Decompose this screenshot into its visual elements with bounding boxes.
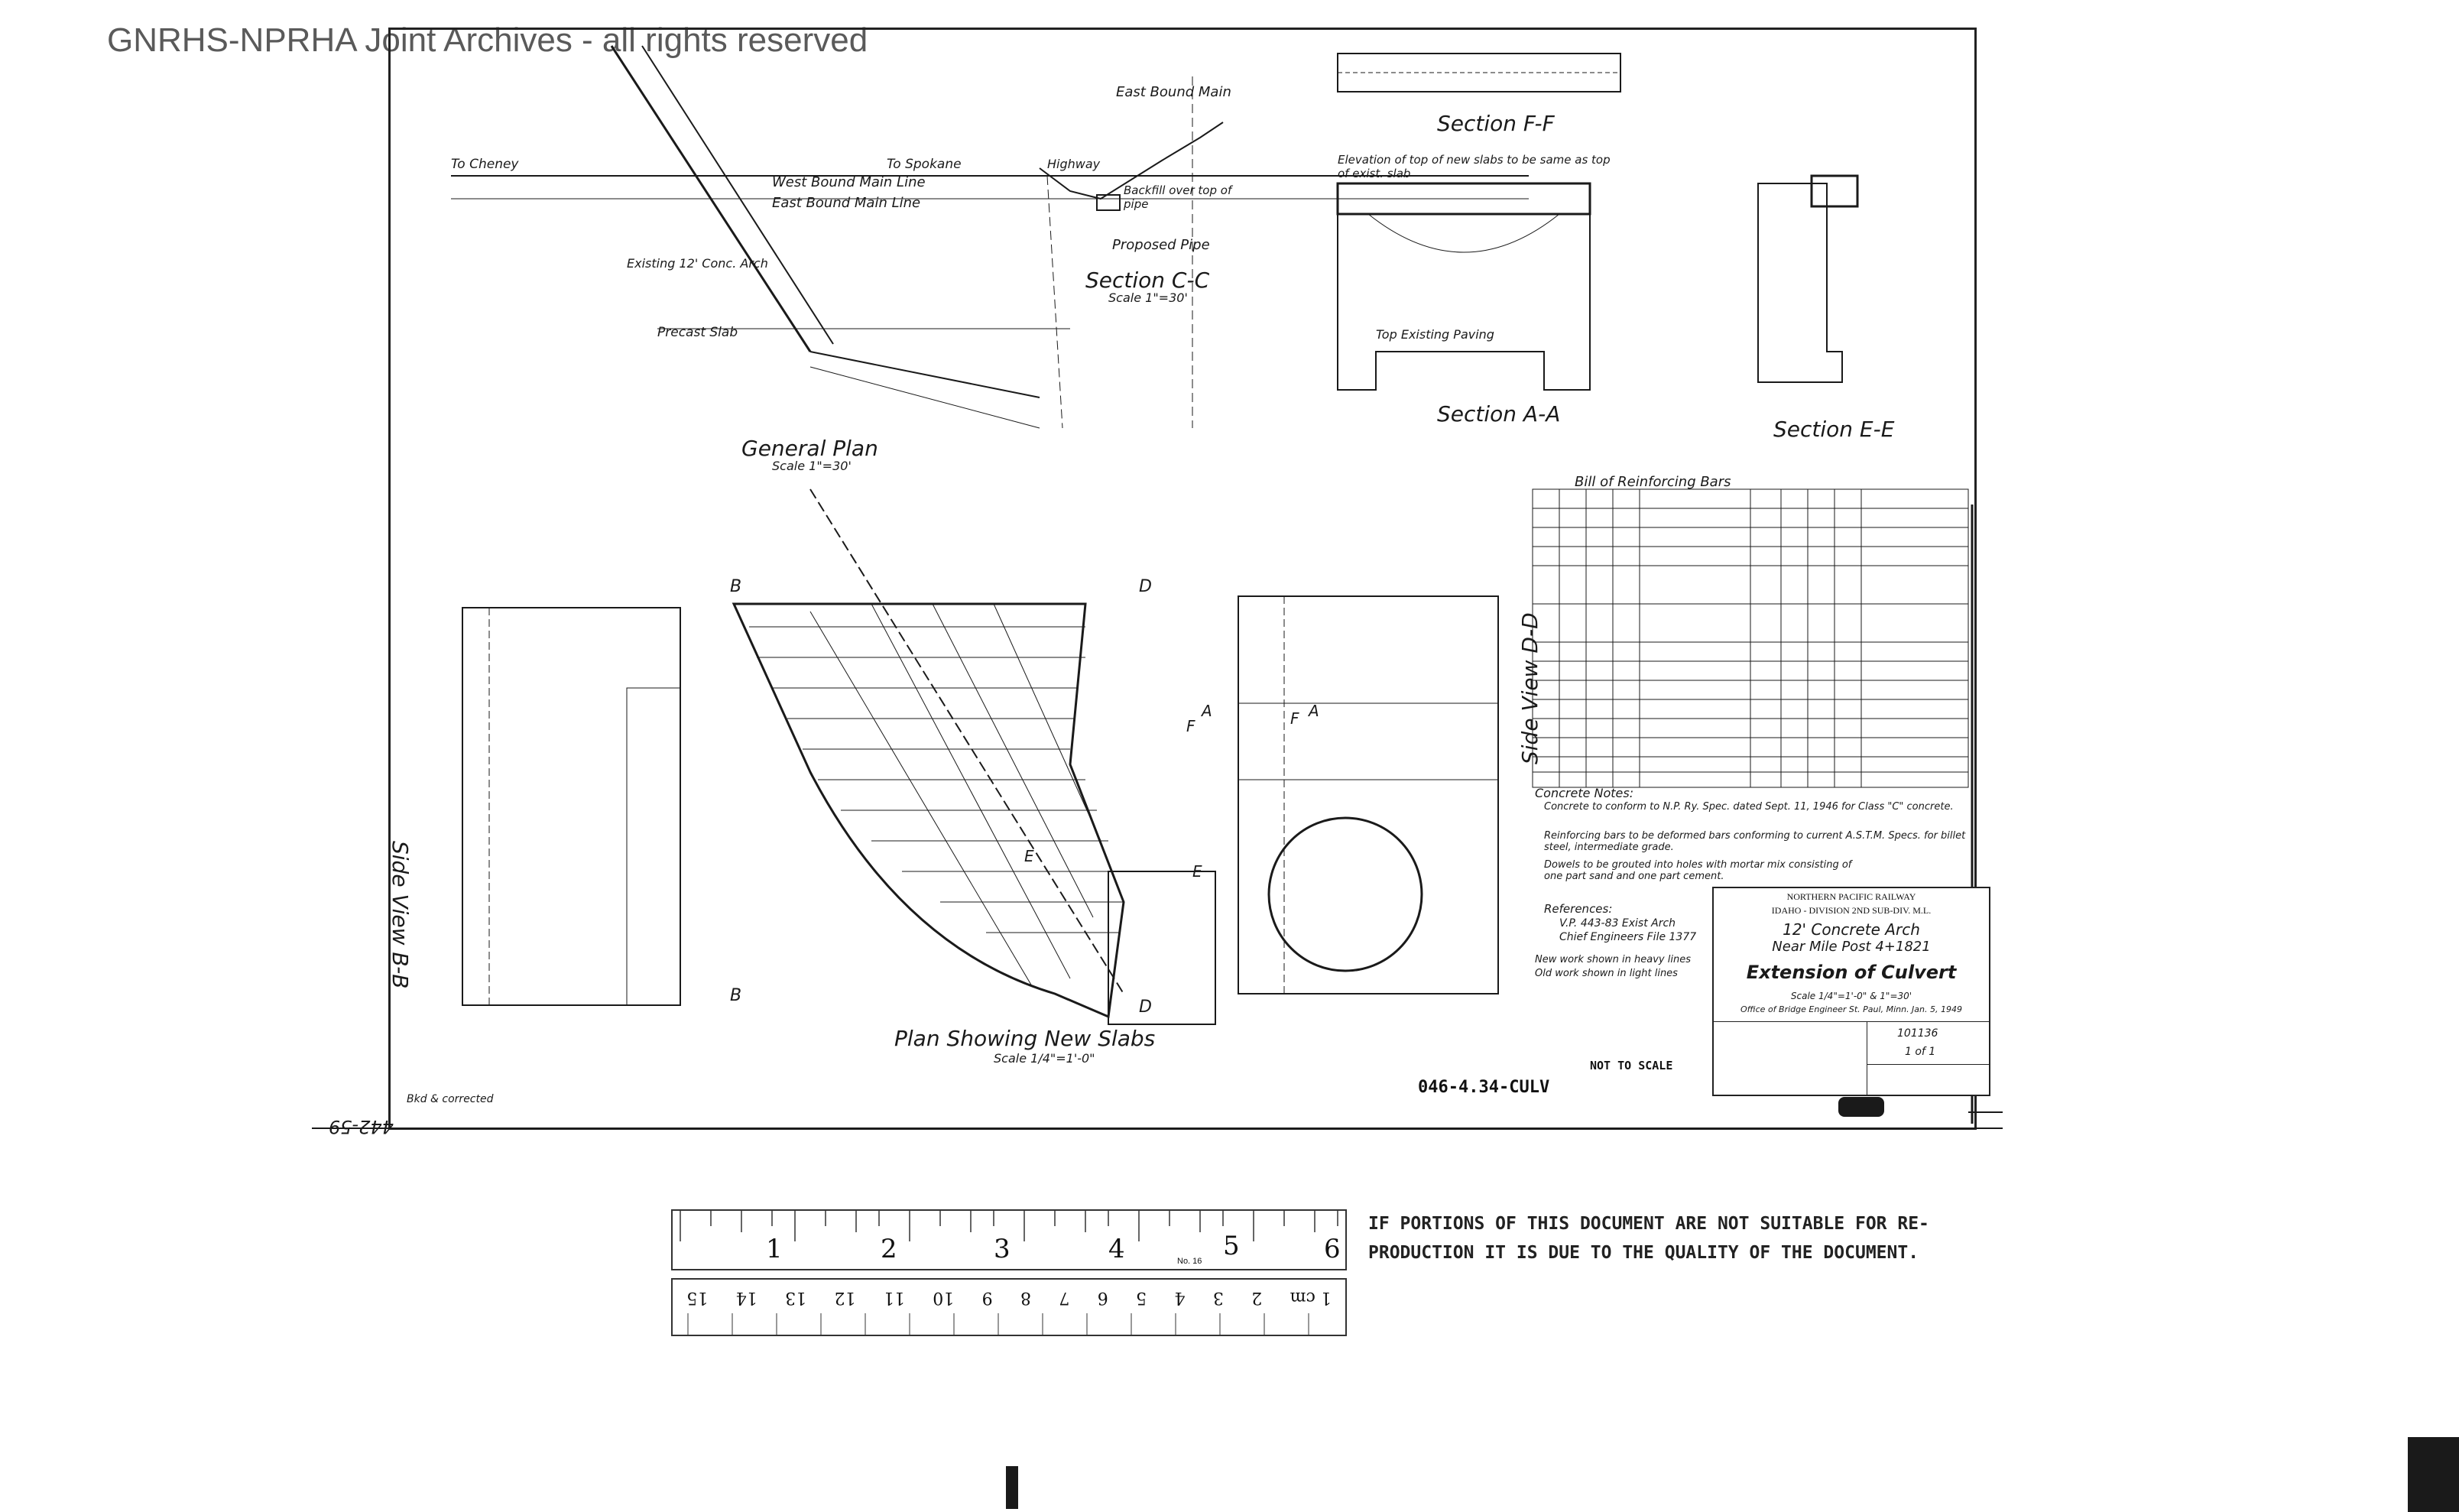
general-plan-scale: Scale 1"=30'	[772, 459, 852, 473]
plan-new-slabs-scale: Scale 1/4"=1'-0"	[994, 1051, 1095, 1066]
notice-line-1: IF PORTIONS OF THIS DOCUMENT ARE NOT SUI…	[1368, 1214, 1929, 1234]
inch-ruler: 1 2 3 4 5 6 No. 16	[671, 1209, 1347, 1270]
section-cc-ground	[1039, 122, 1224, 200]
railway-name: NORTHERN PACIFIC RAILWAY	[1786, 891, 1916, 902]
culvert-line	[641, 45, 834, 345]
sheet-number: 101136	[1897, 1027, 1938, 1040]
drawing-number: 046-4.34-CULV	[1418, 1078, 1550, 1097]
precast-slab-label: Precast Slab	[657, 325, 738, 340]
general-plan-label: General Plan	[741, 436, 878, 461]
section-letter: A	[1202, 702, 1212, 720]
section-letter: D	[1139, 577, 1152, 596]
cm-ruler-ticks	[687, 1313, 1309, 1335]
section-cc-scale: Scale 1"=30'	[1108, 290, 1188, 305]
proposed-pipe-circle	[1267, 816, 1423, 972]
elevation-note: Elevation of top of new slabs to be same…	[1338, 153, 1611, 180]
section-aa-new-slab	[1336, 182, 1591, 216]
inch-ruler-ticks	[680, 1211, 1338, 1241]
section-letter: F	[1186, 717, 1195, 735]
culvert-line	[610, 45, 812, 352]
title-scale: Scale 1/4"=1'-0" & 1"=30'	[1790, 991, 1912, 1001]
inch-mark: 5	[1223, 1231, 1240, 1261]
reference-2: Chief Engineers File 1377	[1559, 931, 1697, 943]
bill-of-bars-grid	[1532, 488, 1969, 788]
section-aa-arch	[1337, 183, 1591, 391]
new-work-note: New work shown in heavy lines	[1535, 954, 1691, 965]
west-bound-main-label: West Bound Main Line	[772, 174, 926, 190]
centerline	[809, 488, 1124, 994]
checked-corrected-note: Bkd & corrected	[407, 1093, 494, 1105]
top-paving-label: Top Existing Paving	[1376, 327, 1494, 342]
scan-edge	[2408, 1437, 2459, 1512]
concrete-note-3: Dowels to be grouted into holes with mor…	[1544, 859, 1852, 882]
structure-name: 12' Concrete Arch	[1783, 920, 1920, 939]
plan-new-slabs-label: Plan Showing New Slabs	[894, 1026, 1156, 1051]
proposed-pipe-label: Proposed Pipe	[1112, 237, 1210, 253]
east-bound-main-label: East Bound Main	[1116, 84, 1231, 100]
section-ee-label: Section E-E	[1773, 417, 1895, 442]
pipe-line	[809, 351, 1040, 398]
section-letter: E	[1192, 862, 1202, 881]
side-view-bb-label: Side View B-B	[388, 841, 413, 989]
inch-mark: 6	[1324, 1234, 1341, 1264]
reference-1: V.P. 443-83 Exist Arch	[1559, 917, 1676, 930]
section-letter: A	[1309, 702, 1319, 720]
inch-mark: 2	[881, 1234, 897, 1264]
ruler-model: No. 16	[1177, 1257, 1202, 1266]
section-letter: D	[1139, 998, 1152, 1017]
inch-mark: 3	[994, 1234, 1011, 1264]
plan-box	[1108, 871, 1216, 1025]
section-ee-wall	[1757, 183, 1843, 383]
section-aa-label: Section A-A	[1437, 401, 1561, 427]
side-view-dd-label: Side View D-D	[1517, 612, 1543, 764]
pipe-line	[809, 366, 1040, 429]
reproduction-notice: IF PORTIONS OF THIS DOCUMENT ARE NOT SUI…	[1368, 1209, 1929, 1267]
references-title: References:	[1544, 902, 1613, 916]
concrete-note-2: Reinforcing bars to be deformed bars con…	[1544, 830, 1966, 853]
cm-ruler: 1 cm 2 3 4 5 6 7 8 9 10 11 12 13 14 15	[671, 1278, 1347, 1336]
to-cheney-label: To Cheney	[451, 157, 519, 172]
existing-arch-label: Existing 12' Conc. Arch	[627, 256, 768, 271]
section-letter: F	[1290, 709, 1299, 728]
side-view-bb-outline	[462, 607, 681, 1006]
structure-location: Near Mile Post 4+1821	[1772, 939, 1931, 955]
office-line: Office of Bridge Engineer St. Paul, Minn…	[1740, 1004, 1962, 1014]
to-spokane-label: To Spokane	[887, 157, 962, 172]
margin-number: 442-59	[329, 1116, 394, 1137]
section-ff-label: Section F-F	[1437, 111, 1555, 136]
section-cc-label: Section C-C	[1085, 268, 1210, 293]
plan-slabs-outline	[732, 602, 1125, 1019]
section-letter: B	[730, 986, 742, 1005]
east-bound-main-line-label: East Bound Main Line	[772, 195, 921, 211]
not-to-scale-label: NOT TO SCALE	[1590, 1059, 1673, 1072]
concrete-note-1: Concrete to conform to N.P. Ry. Spec. da…	[1544, 801, 1954, 813]
side-view-dd-outline	[1238, 595, 1499, 994]
section-cc-pipe	[1096, 194, 1121, 211]
title-block: NORTHERN PACIFIC RAILWAY IDAHO - DIVISIO…	[1712, 887, 1990, 1096]
highway-label: Highway	[1047, 157, 1101, 171]
concrete-notes-title: Concrete Notes:	[1535, 786, 1634, 800]
inch-mark: 1	[766, 1234, 783, 1264]
bill-of-bars-title: Bill of Reinforcing Bars	[1575, 474, 1731, 490]
scan-mark	[1006, 1466, 1018, 1509]
ink-stamp	[1838, 1097, 1884, 1117]
notice-line-2: PRODUCTION IT IS DUE TO THE QUALITY OF T…	[1368, 1243, 1919, 1263]
division-line: IDAHO - DIVISION 2ND SUB-DIV. M.L.	[1771, 905, 1932, 916]
section-ee-slab	[1810, 174, 1859, 208]
sheet-of: 1 of 1	[1905, 1046, 1936, 1058]
section-letter: E	[1024, 847, 1034, 865]
old-work-note: Old work shown in light lines	[1535, 968, 1678, 979]
inch-mark: 4	[1108, 1234, 1125, 1264]
drawing-title: Extension of Culvert	[1746, 962, 1957, 983]
backfill-note: Backfill over top of pipe	[1124, 183, 1232, 211]
section-letter: B	[730, 577, 742, 596]
